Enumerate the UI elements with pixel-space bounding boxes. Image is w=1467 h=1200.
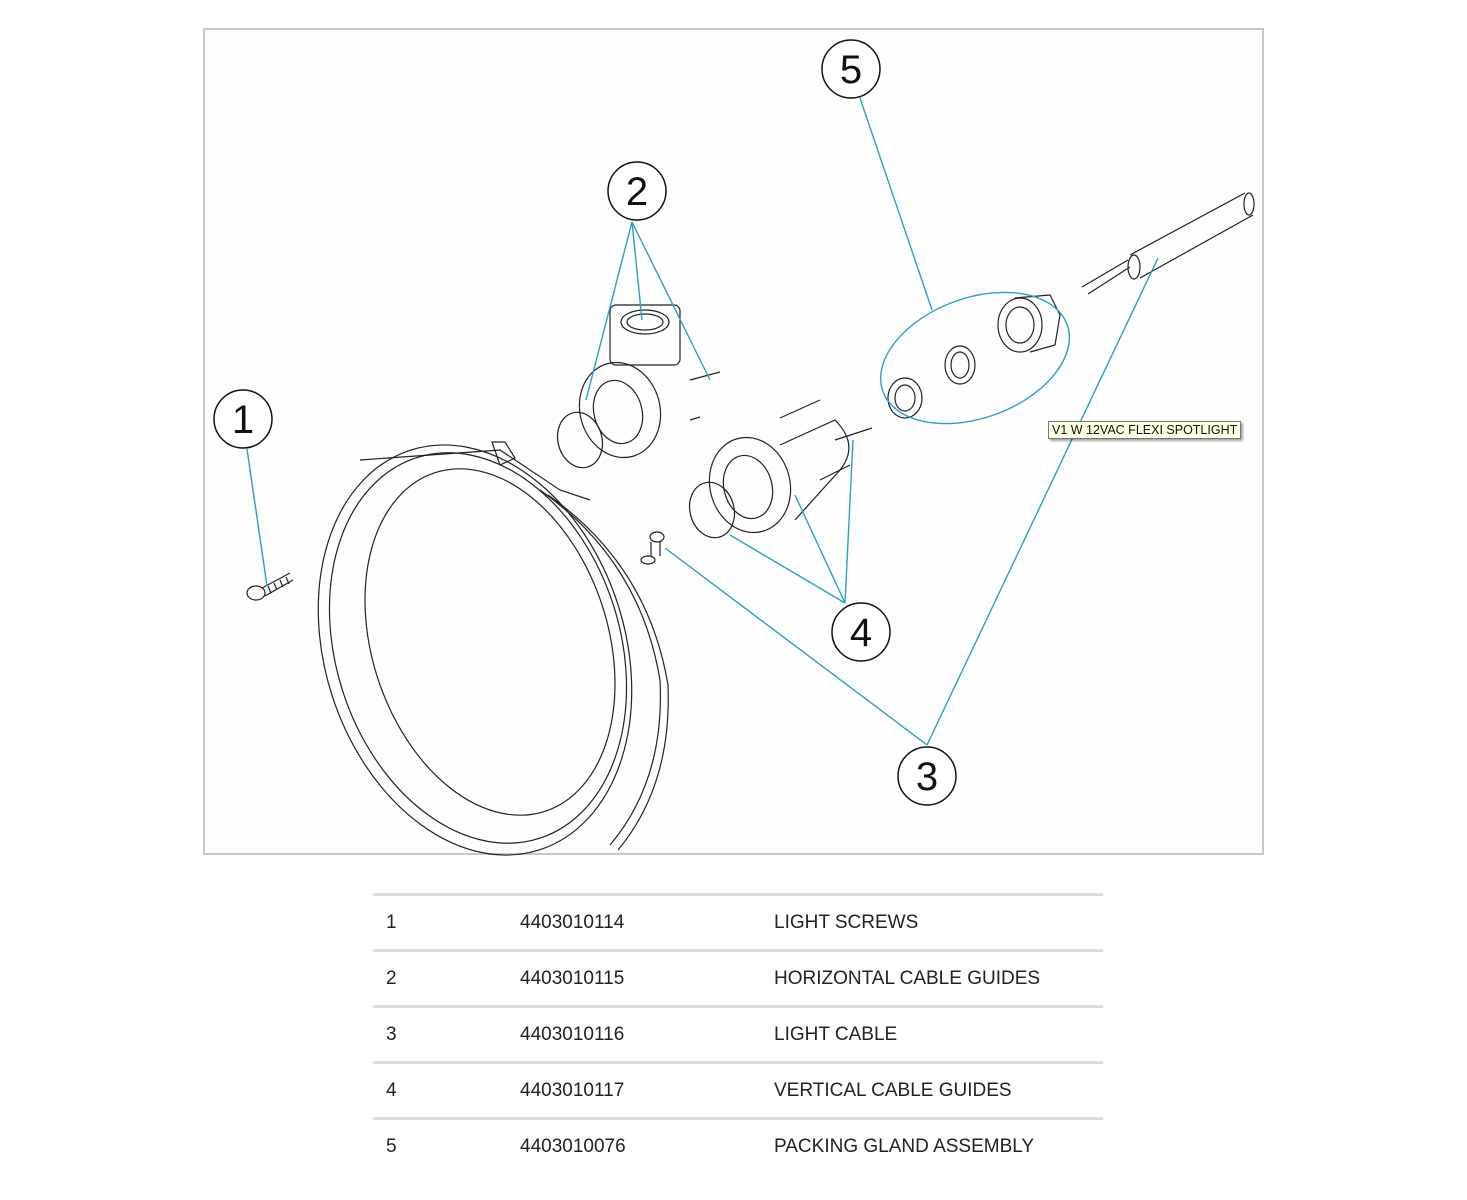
callout-label: 3 <box>916 755 938 799</box>
screw-part-1 <box>246 572 294 601</box>
part-number: 4 <box>386 1079 397 1101</box>
part-number: 5 <box>386 1136 397 1158</box>
leader-lines <box>246 97 1159 746</box>
callout-4[interactable]: 4 <box>831 602 891 662</box>
part-description: LIGHT SCREWS <box>774 911 919 933</box>
callout-3[interactable]: 3 <box>897 746 957 806</box>
light-housing <box>317 441 669 856</box>
part-code: 4403010076 <box>520 1136 626 1158</box>
part-number: 2 <box>386 967 397 989</box>
part-code: 4403010114 <box>520 911 625 933</box>
part-description: VERTICAL CABLE GUIDES <box>774 1079 1012 1101</box>
part-description: HORIZONTAL CABLE GUIDES <box>774 967 1041 989</box>
part-description: LIGHT CABLE <box>774 1023 898 1045</box>
diagram-frame: 1 2 3 4 5 <box>203 28 1264 856</box>
part-code: 4403010117 <box>520 1079 625 1101</box>
table-row: 5 4403010076 PACKING GLAND ASSEMBLY <box>373 1118 1103 1175</box>
screws-part-3 <box>640 531 665 565</box>
callout-label: 1 <box>232 398 254 442</box>
part-code: 4403010116 <box>520 1023 625 1045</box>
callout-1[interactable]: 1 <box>213 389 273 449</box>
callout-label: 5 <box>840 48 862 92</box>
part-code: 4403010115 <box>520 967 625 989</box>
exploded-diagram: 1 2 3 4 5 <box>213 39 1255 856</box>
part-number: 3 <box>386 1023 397 1045</box>
callout-2[interactable]: 2 <box>607 161 667 221</box>
table-row: 3 4403010116 LIGHT CABLE <box>373 1006 1103 1063</box>
callout-label: 4 <box>850 611 872 655</box>
light-cable <box>1081 192 1255 295</box>
parts-table: 1 4403010114 LIGHT SCREWS 2 4403010115 H… <box>373 893 1103 1175</box>
callout-5[interactable]: 5 <box>821 39 881 99</box>
hover-tooltip: V1 W 12VAC FLEXI SPOTLIGHT <box>1048 421 1242 439</box>
part-description: PACKING GLAND ASSEMBLY <box>774 1136 1035 1158</box>
table-row: 1 4403010114 LIGHT SCREWS <box>373 894 1103 951</box>
packing-gland <box>887 294 1061 419</box>
vertical-cable-guide <box>688 399 873 539</box>
horizontal-cable-guide <box>556 304 721 469</box>
callout-label: 2 <box>626 170 648 214</box>
table-row: 2 4403010115 HORIZONTAL CABLE GUIDES <box>373 950 1103 1007</box>
table-row: 4 4403010117 VERTICAL CABLE GUIDES <box>373 1062 1103 1119</box>
part-number: 1 <box>386 911 397 933</box>
